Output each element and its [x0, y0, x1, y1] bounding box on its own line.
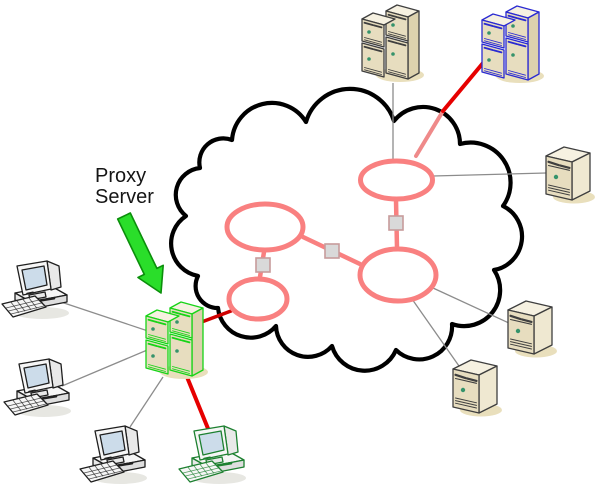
- link-client2-proxy: [61, 347, 153, 387]
- backbone-node-center: [324, 243, 340, 259]
- link-proxy-ringbottomleft: [197, 309, 233, 325]
- backbone-ring-right: [357, 246, 439, 304]
- server-mid-right: [506, 299, 559, 359]
- link-proxy-greenworkstation: [185, 375, 211, 433]
- backbone-ring-bottom-left: [226, 276, 290, 322]
- server-stack-top: [361, 4, 425, 83]
- client-workstation-3: [78, 424, 149, 486]
- link-ringright-serverbottom: [411, 298, 460, 367]
- client-workstation-1: [0, 259, 71, 321]
- green-workstation: [177, 424, 248, 486]
- backbone-node-left: [255, 257, 271, 273]
- server-bottom-right: [451, 358, 504, 418]
- server-stack-blue: [481, 5, 545, 84]
- proxy-pointer-arrow-icon: [116, 212, 164, 294]
- backbone-ring-left: [224, 201, 306, 253]
- link-client3-proxy: [129, 376, 164, 428]
- backbone-ring-top: [358, 158, 435, 202]
- backbone-node-top: [388, 215, 404, 231]
- link-blueserver-ringtop-inner: [414, 109, 445, 158]
- link-blueserver-ringtop: [441, 55, 490, 113]
- client-workstation-2: [2, 357, 73, 419]
- server-right: [544, 145, 597, 205]
- internet-cloud: [169, 86, 525, 373]
- proxy-server-label-line2: Server: [95, 186, 154, 208]
- link-client1-proxy: [57, 300, 155, 334]
- proxy-server-label-line1: Proxy: [95, 165, 146, 187]
- proxy-server: [145, 301, 209, 380]
- link-ringright-servermidright: [432, 287, 512, 325]
- link-ringtop-serverright: [432, 172, 547, 177]
